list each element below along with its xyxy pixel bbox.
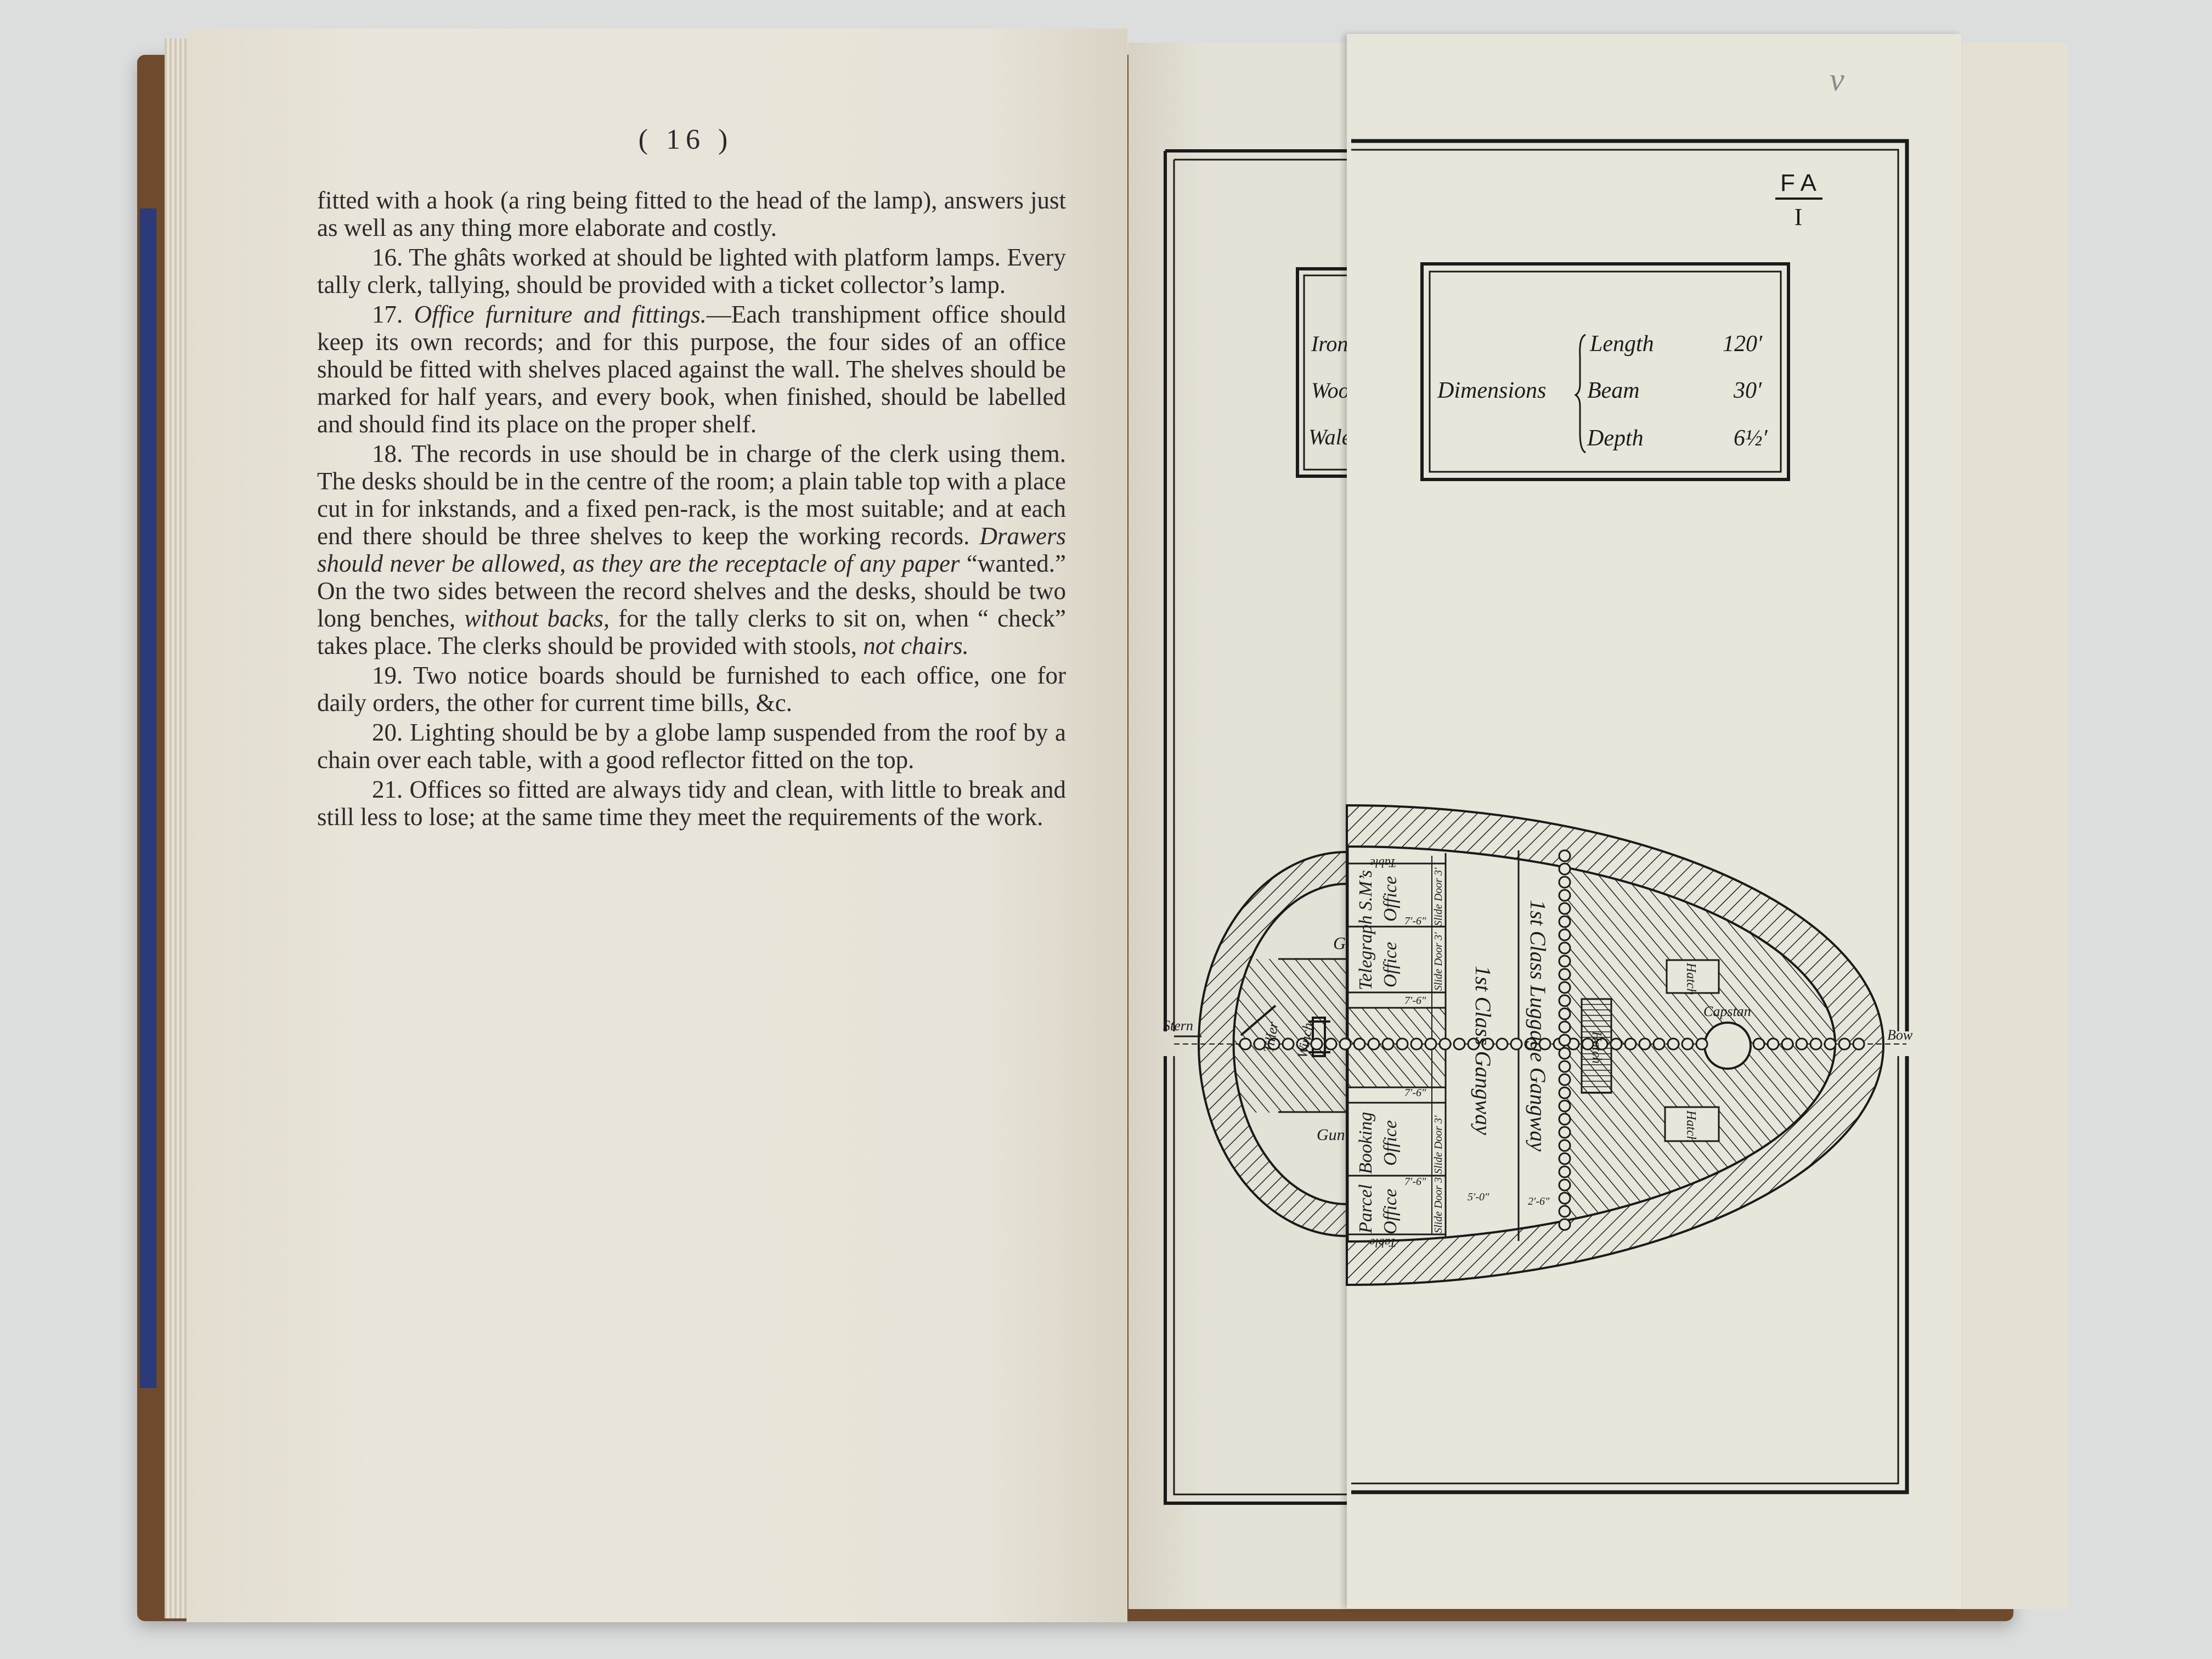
foldout-plate[interactable]	[1347, 34, 1961, 1609]
paragraph-text: 17.	[372, 301, 414, 328]
italic-text: without backs,	[464, 605, 610, 632]
paragraph-text: “wanted.” On the two sides between the r…	[317, 550, 1066, 632]
blue-spine-cloth	[140, 208, 156, 1388]
page-number: ( 16 )	[638, 124, 733, 155]
paragraph: 16. The ghâts worked at should be lighte…	[317, 244, 1066, 298]
paragraph-text: for the tally clerks to sit on, when “ c…	[317, 605, 1066, 659]
left-page[interactable]	[187, 29, 1127, 1622]
italic-text: not chairs.	[863, 632, 969, 659]
paragraph-text: fitted with a hook (a ring being fitted …	[317, 187, 1066, 241]
paragraph-text: 20. Lighting should be by a globe lamp s…	[317, 719, 1066, 774]
italic-text: Drawers should never be allowed, as they…	[317, 522, 1066, 577]
paragraph-text: 16. The ghâts worked at should be lighte…	[317, 244, 1066, 298]
paragraph-text: 21. Offices so fitted are always tidy an…	[317, 776, 1066, 831]
paragraph: fitted with a hook (a ring being fitted …	[317, 187, 1066, 241]
paragraph-text: 19. Two notice boards should be furnishe…	[317, 662, 1066, 716]
paragraph: 18. The records in use should be in char…	[317, 440, 1066, 659]
paragraph: 17. Office furniture and fittings.—Each …	[317, 301, 1066, 438]
paragraph: 19. Two notice boards should be furnishe…	[317, 662, 1066, 716]
paragraph-text: 18. The records in use should be in char…	[317, 440, 1066, 550]
paragraph: 20. Lighting should be by a globe lamp s…	[317, 719, 1066, 774]
body-text: fitted with a hook (a ring being fitted …	[317, 187, 1066, 833]
paragraph: 21. Offices so fitted are always tidy an…	[317, 776, 1066, 831]
paragraph-text: —Each transhipment office should keep it…	[317, 301, 1066, 438]
italic-text: Office furniture and fittings.	[414, 301, 707, 328]
